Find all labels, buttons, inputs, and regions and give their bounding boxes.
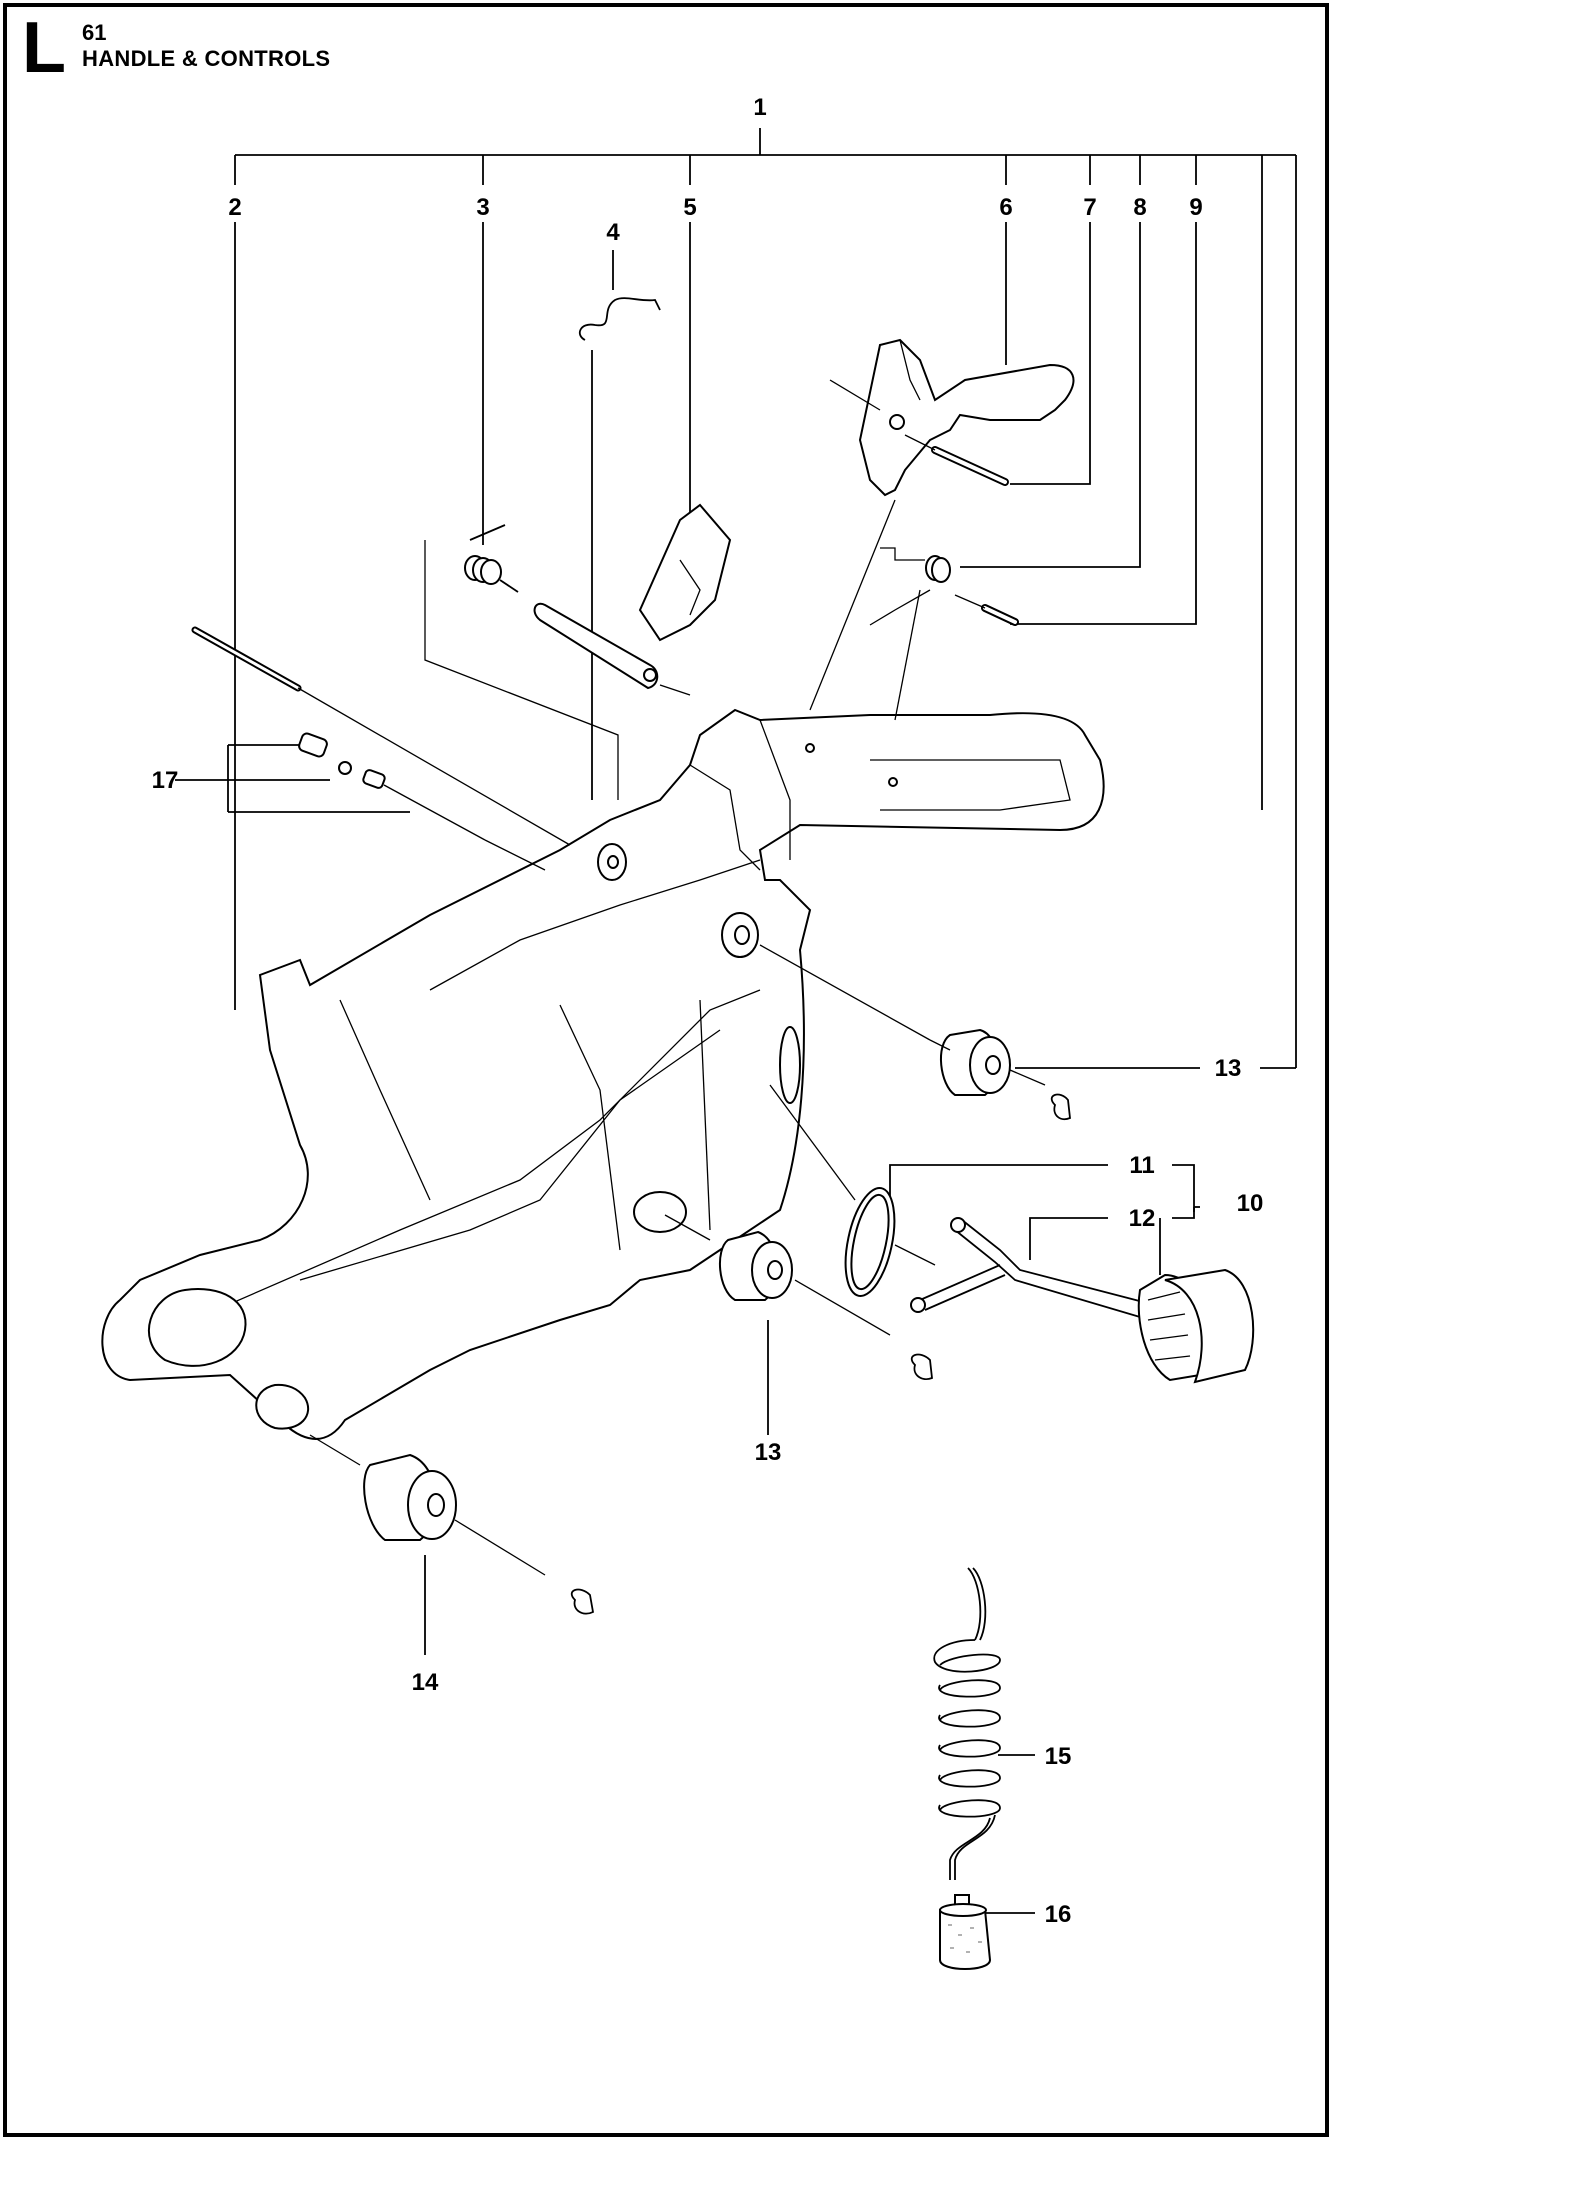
diagram-frame: [3, 3, 1329, 2137]
callout-17: 17: [152, 767, 179, 794]
callout-7: 7: [1083, 194, 1096, 221]
callout-8: 8: [1133, 194, 1146, 221]
callout-10: 10: [1237, 1190, 1264, 1217]
page-title: HANDLE & CONTROLS: [82, 46, 331, 71]
part-17-set: [298, 732, 546, 871]
part-15-fuel-hose: [933, 1567, 1001, 1880]
callout-6: 6: [999, 194, 1012, 221]
part-8-spring: [869, 547, 951, 721]
callout-2: 2: [228, 194, 241, 221]
part-13-av-element-right: [759, 944, 1071, 1120]
handle-tank-body: [101, 708, 1105, 1440]
part-16-fuel-filter: [939, 1894, 992, 1970]
callout-13-right: 13: [1215, 1055, 1242, 1082]
callout-5: 5: [683, 194, 696, 221]
part-5-lockout-lever: [533, 503, 732, 696]
callout-12: 12: [1129, 1205, 1156, 1232]
callout-3: 3: [476, 194, 489, 221]
part-11-o-ring: [769, 1084, 936, 1297]
part-10-cap: [1137, 1268, 1255, 1384]
part-13-av-element-center: [664, 1214, 933, 1380]
callout-13-center: 13: [755, 1439, 782, 1466]
callout-1: 1: [753, 94, 766, 121]
callout-9: 9: [1189, 194, 1202, 221]
section-letter: L: [22, 8, 66, 88]
part-7-pin: [904, 434, 1009, 486]
callout-14: 14: [412, 1669, 439, 1696]
part-9-pin: [954, 594, 1019, 626]
part-2-pin: [191, 626, 571, 846]
part-4-wire-clip: [578, 297, 661, 341]
part-14-av-element: [309, 1434, 595, 1615]
part-6-throttle-trigger: [809, 338, 1075, 711]
assembly-bracket-1: [234, 128, 1297, 1068]
callout-4: 4: [606, 219, 620, 246]
callout-labels: 1 2 3 4 5 6 7 8 9 10 11 12 13 13 14 15 1…: [152, 94, 1264, 1928]
page-number: 61: [82, 20, 107, 45]
callout-15: 15: [1045, 1743, 1072, 1770]
callout-11: 11: [1129, 1152, 1154, 1179]
callout-16: 16: [1045, 1901, 1072, 1928]
part-12-strap: [910, 1217, 1156, 1321]
part-3-spring: [424, 524, 619, 800]
leader-lines: [175, 222, 1296, 1914]
